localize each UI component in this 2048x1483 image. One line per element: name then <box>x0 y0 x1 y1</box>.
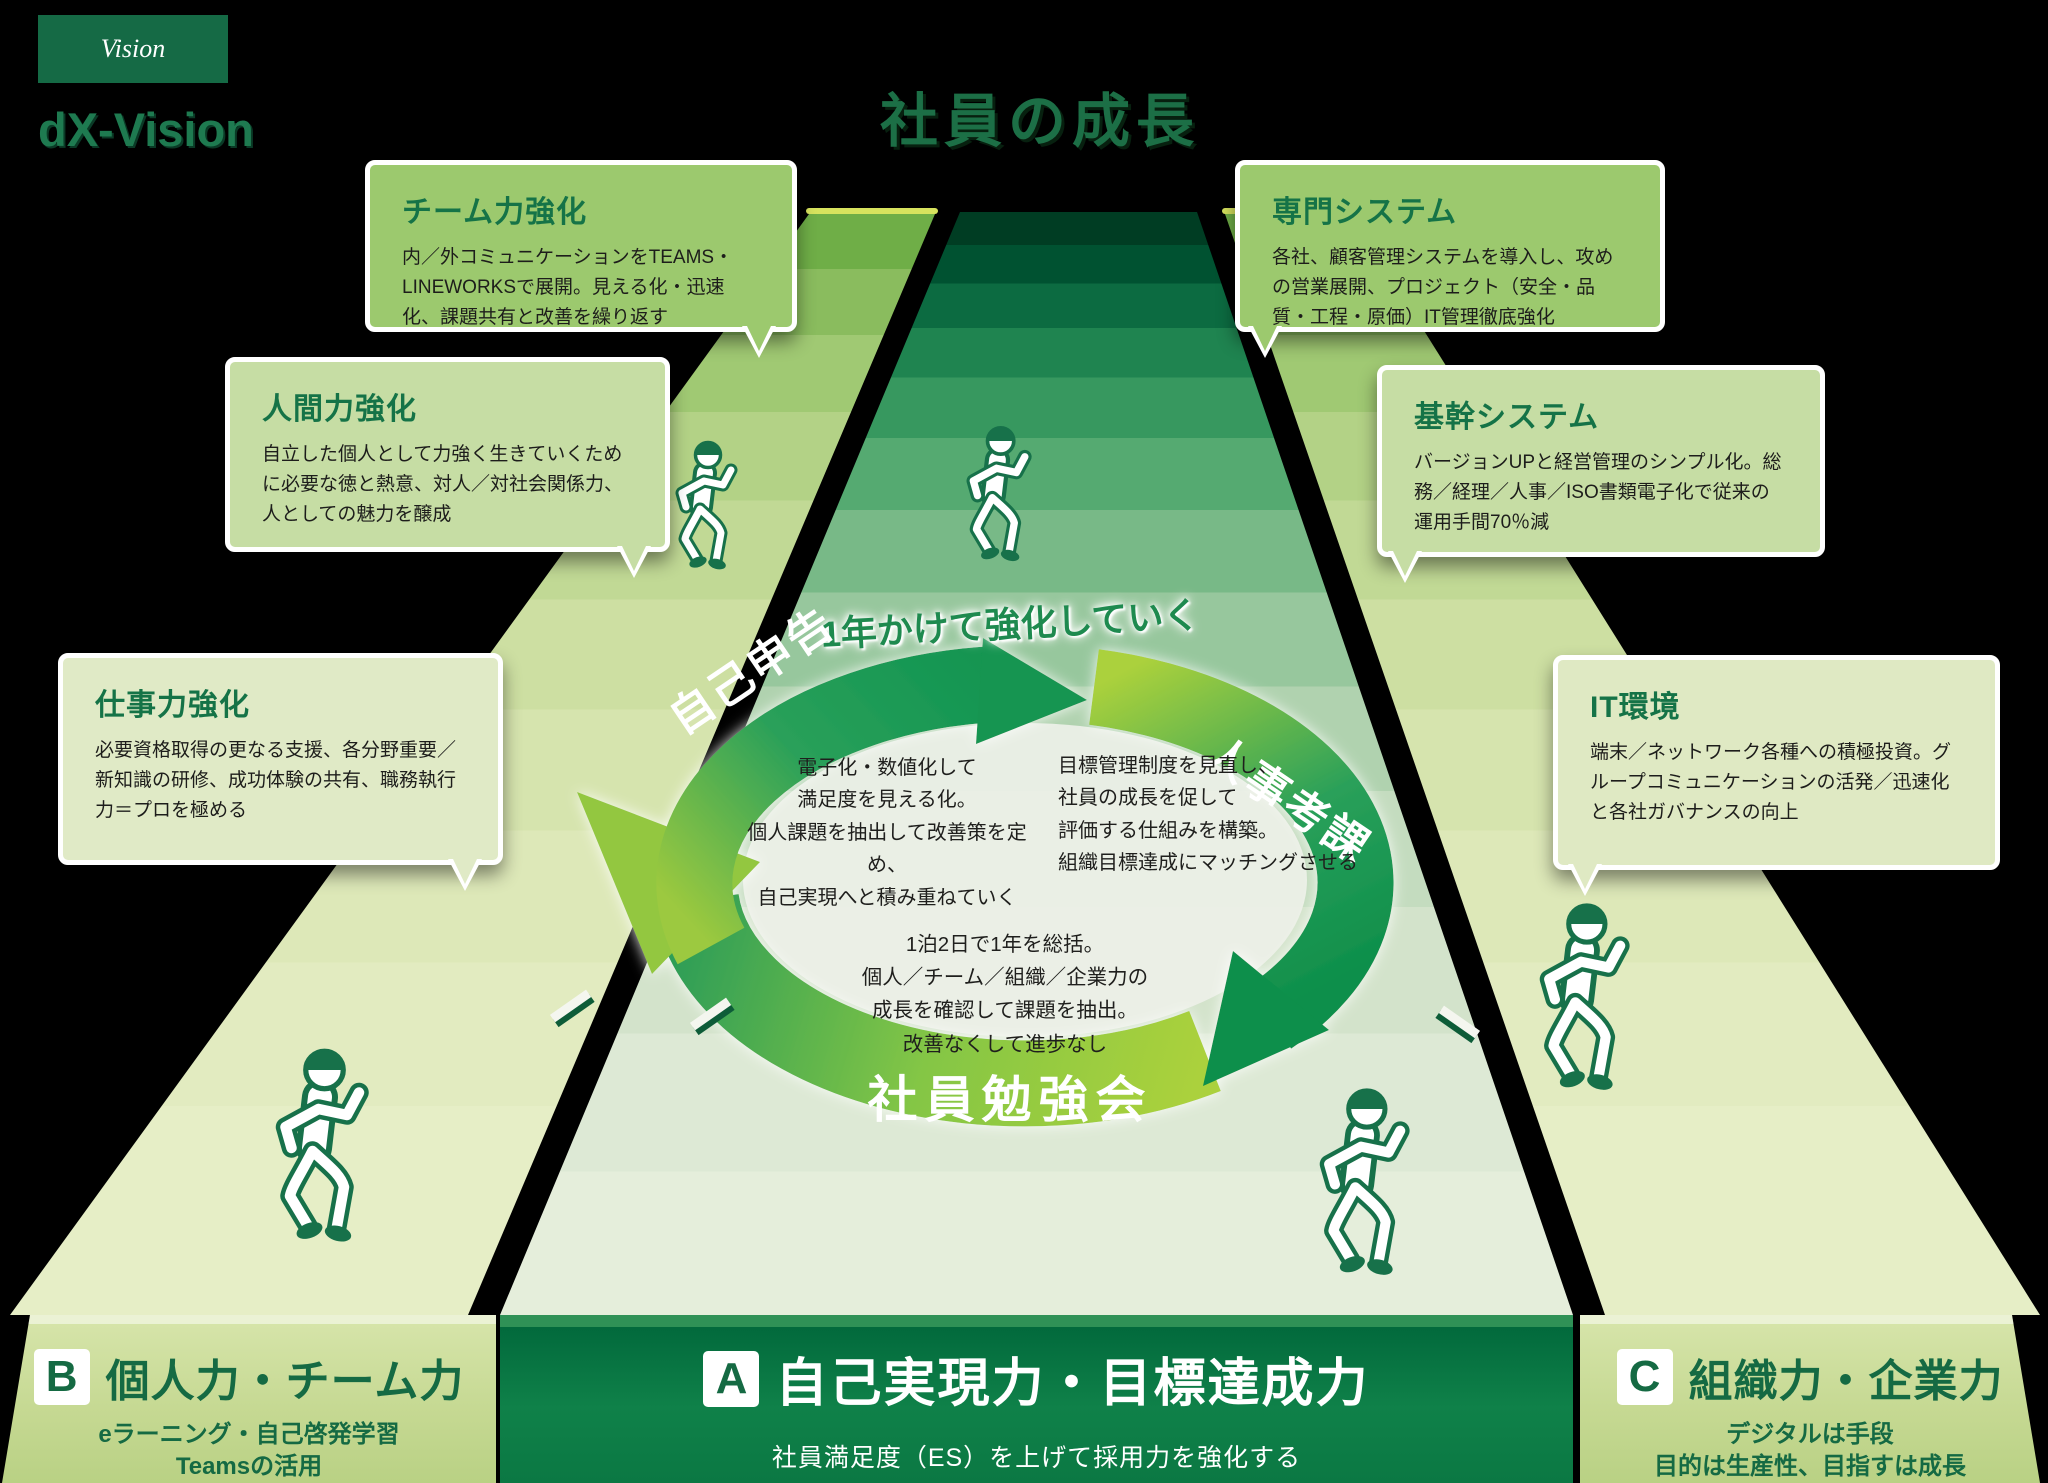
cycle-label-study-session: 社員勉強会 <box>867 1072 1153 1128</box>
callout-tail <box>448 859 482 891</box>
callout-professional-system: 専門システム 各社、顧客管理システムを導入し、攻めの営業展開、プロジェクト（安全… <box>1235 160 1665 332</box>
callout-core-system-body: バージョンUPと経営管理のシンプル化。総務／経理／人事／ISO書類電子化で従来の… <box>1414 452 1782 534</box>
lane-b-panel: B 個人力・チーム力 eラーニング・自己啓発学習 Teamsの活用 <box>2 1315 496 1483</box>
cycle-note-hr-review: 目標管理制度を見直し、 社員の成長を促して 評価する仕組みを構築。 組織目標達成… <box>1058 755 1358 875</box>
callout-tail <box>1248 326 1282 358</box>
cycle-note-self-report: 電子化・数値化して 満足度を見える化。 個人課題を抽出して改善策を定め、 自己実… <box>747 757 1027 909</box>
callout-tail <box>617 546 651 578</box>
dx-vision-logo: dX-Vision <box>38 103 254 156</box>
callout-tail <box>1388 551 1422 583</box>
callout-professional-system-body: 各社、顧客管理システムを導入し、攻めの営業展開、プロジェクト（安全・品質・工程・… <box>1272 247 1614 329</box>
callout-it-environment: IT環境 端末／ネットワーク各種への積極投資。グループコミュニケーションの活発／… <box>1553 655 2000 870</box>
callout-human-power: 人間力強化 自立した個人として力強く生きていくために必要な徳と熱意、対人／対社会… <box>225 357 670 552</box>
callout-core-system-title: 基幹システム <box>1414 401 1600 434</box>
callout-human-power-body: 自立した個人として力強く生きていくために必要な徳と熱意、対人／対社会関係力、人と… <box>262 444 624 526</box>
lane-c-panel: C 組織力・企業力 デジタルは手段 目的は生産性、目指すは成長 <box>1580 1315 2040 1483</box>
lane-c-subtitle: デジタルは手段 目的は生産性、目指すは成長 <box>1654 1421 1966 1481</box>
callout-core-system: 基幹システム バージョンUPと経営管理のシンプル化。総務／経理／人事／ISO書類… <box>1377 365 1825 557</box>
callout-tail <box>742 326 776 358</box>
cycle-note-study-session: 1泊2日で1年を総括。 個人／チーム／組織／企業力の 成長を確認して課題を抽出。… <box>861 933 1149 1056</box>
callout-work-power: 仕事力強化 必要資格取得の更なる支援、各分野重要／新知識の研修、成功体験の共有、… <box>58 653 503 865</box>
callout-team-power-title: チーム力強化 <box>402 196 588 229</box>
callout-team-power: チーム力強化 内／外コミュニケーションをTEAMS・LINEWORKSで展開。見… <box>365 160 797 332</box>
lane-a-subtitle: 社員満足度（ES）を上げて採用力を強化する <box>771 1444 1302 1472</box>
callout-it-environment-body: 端末／ネットワーク各種への積極投資。グループコミュニケーションの活発／迅速化と各… <box>1590 742 1952 824</box>
callout-it-environment-title: IT環境 <box>1590 691 1681 724</box>
lane-a-letter-chip: A <box>703 1350 760 1407</box>
lane-a-panel: A 自己実現力・目標達成力 社員満足度（ES）を上げて採用力を強化する <box>500 1315 1573 1483</box>
callout-human-power-title: 人間力強化 <box>262 393 417 426</box>
page-title: 社員の成長 <box>879 89 1200 154</box>
callout-work-power-body: 必要資格取得の更なる支援、各分野重要／新知識の研修、成功体験の共有、職務執行力＝… <box>95 740 457 822</box>
vision-tag-badge: Vision <box>38 15 228 83</box>
lane-b-title: 個人力・チーム力 <box>105 1357 465 1406</box>
lane-a-title: 自己実現力・目標達成力 <box>775 1355 1370 1413</box>
lane-c-letter-chip: C <box>1616 1349 1673 1405</box>
callout-tail <box>1568 864 1602 896</box>
callout-team-power-body: 内／外コミュニケーションをTEAMS・LINEWORKSで展開。見える化・迅速化… <box>402 247 734 329</box>
lane-b-letter-chip: B <box>33 1349 90 1405</box>
road-left-top-edge <box>806 208 938 214</box>
lane-b-subtitle: eラーニング・自己啓発学習 Teamsの活用 <box>98 1421 400 1481</box>
callout-professional-system-title: 専門システム <box>1272 196 1458 229</box>
lane-c-title: 組織力・企業力 <box>1688 1357 2004 1406</box>
callout-work-power-title: 仕事力強化 <box>95 689 250 722</box>
